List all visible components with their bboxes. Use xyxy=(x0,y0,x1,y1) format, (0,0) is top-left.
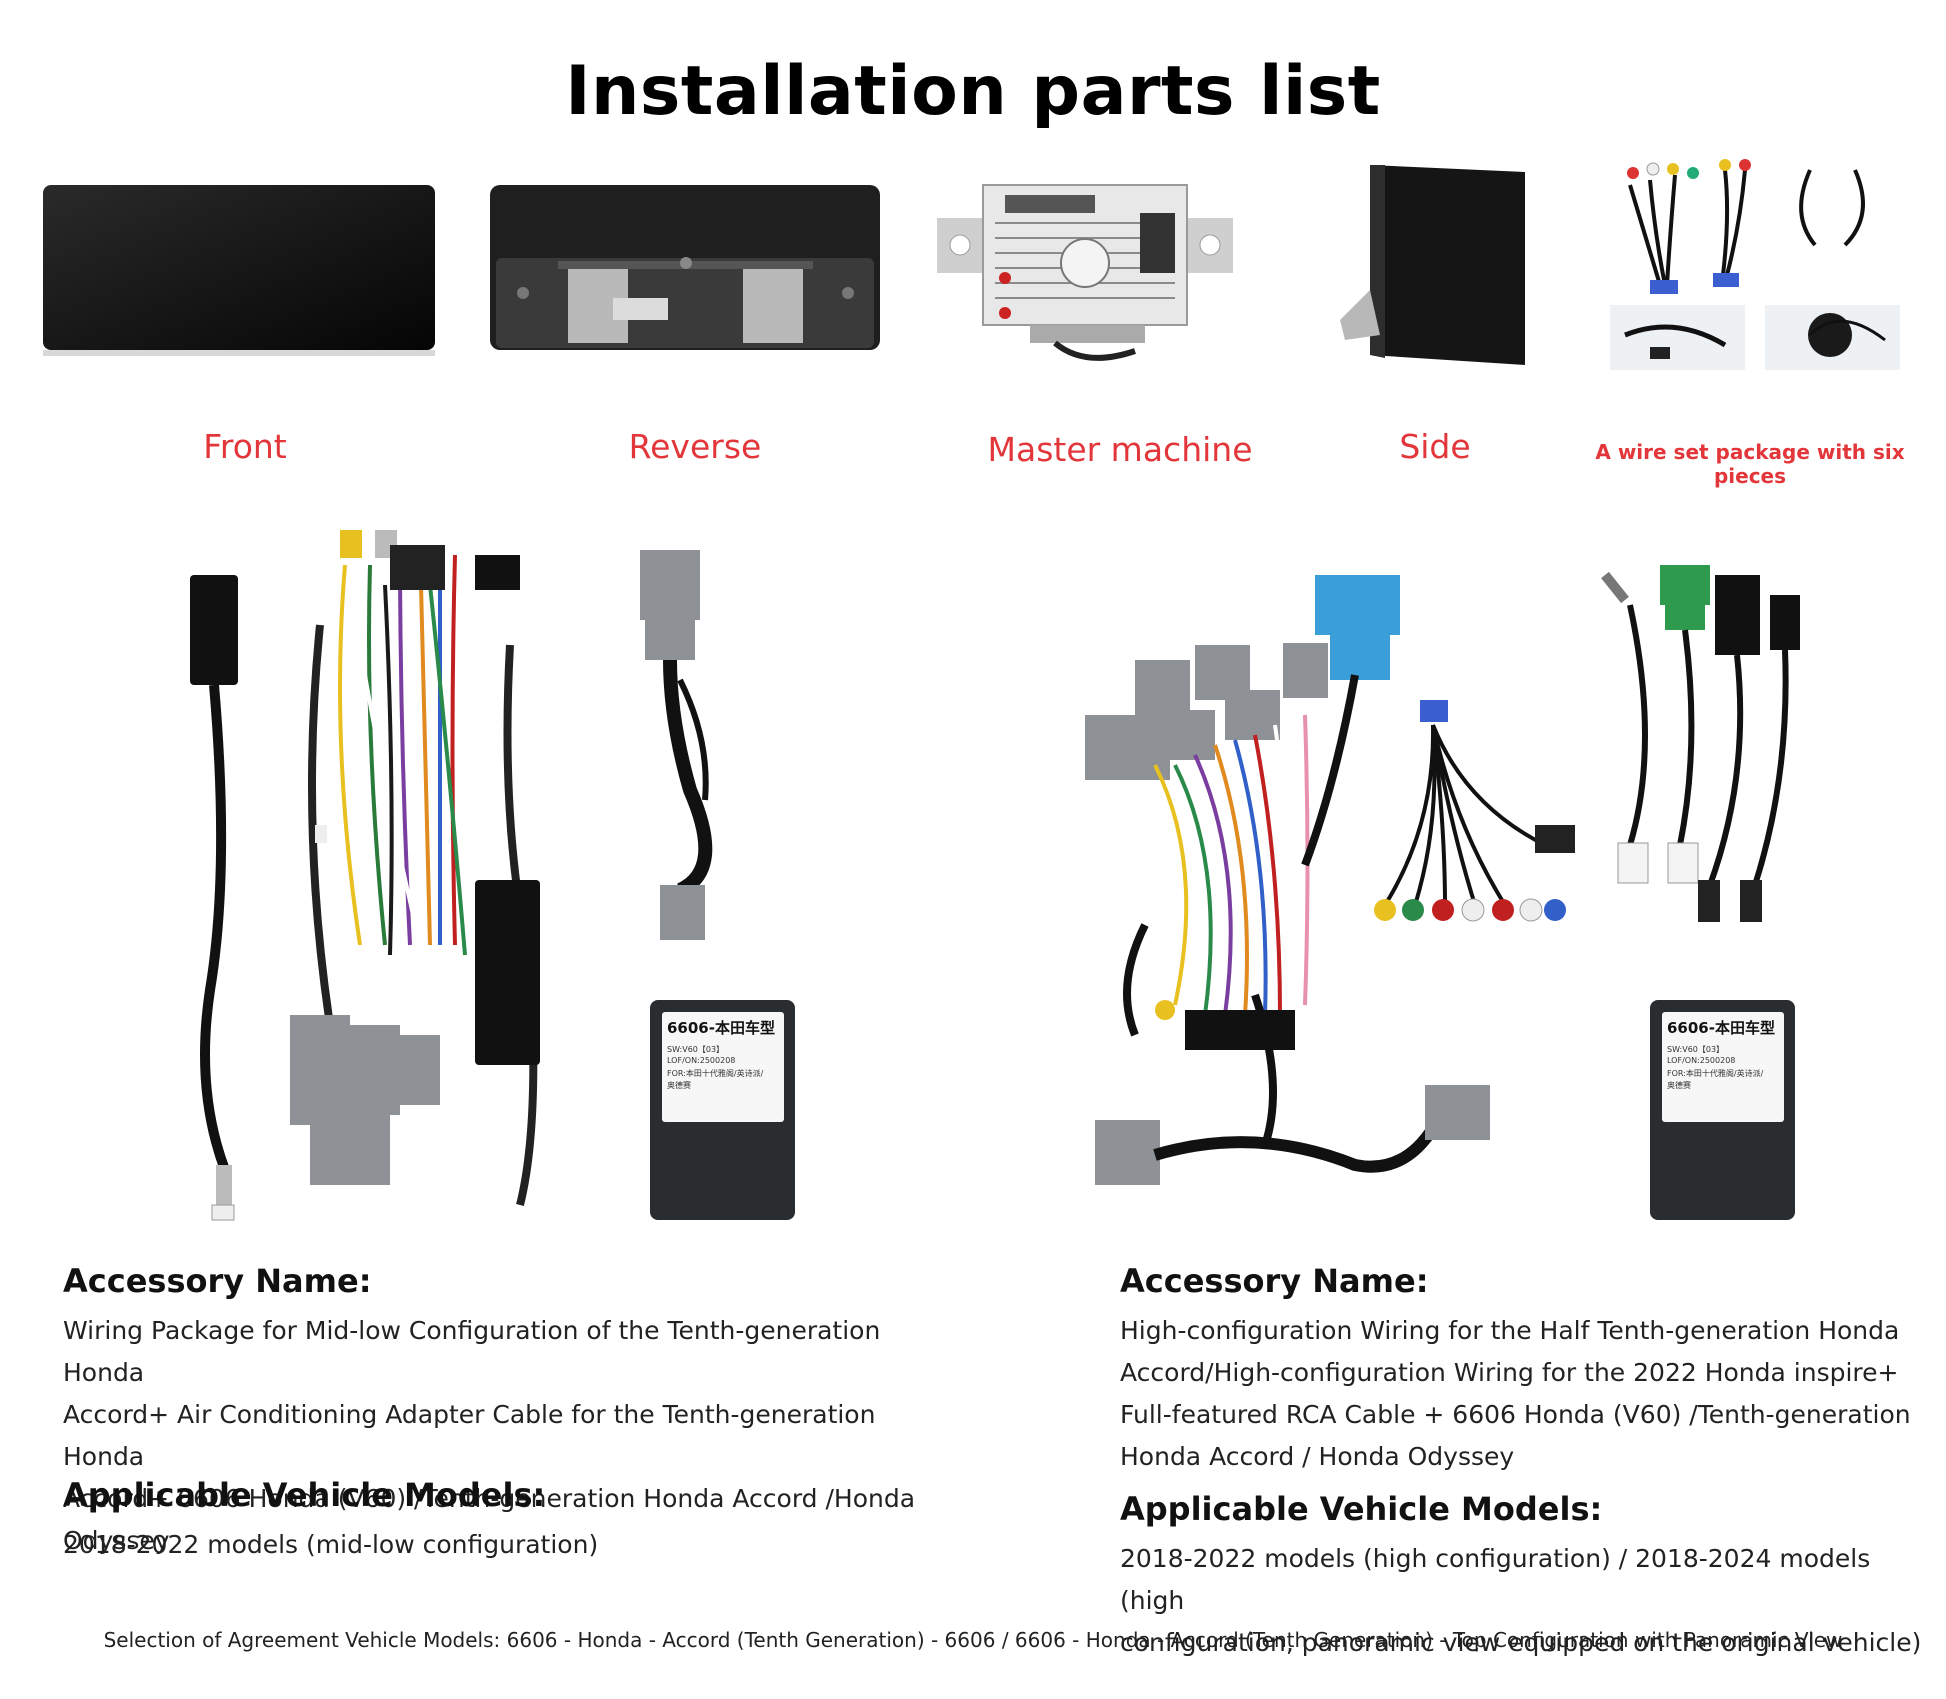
product-label-reverse: Reverse xyxy=(628,427,762,466)
right-accessory-heading: Accessory Name: xyxy=(1120,1262,1429,1300)
left-models-description: 2018-2022 models (mid-low configuration) xyxy=(63,1524,963,1566)
product-label-side: Side xyxy=(1399,427,1471,466)
right-models-heading: Applicable Vehicle Models: xyxy=(1120,1490,1603,1528)
right-accessory-line: Honda Accord / Honda Odyssey xyxy=(1120,1442,1515,1471)
module-for-label-2: 奥德赛 xyxy=(1667,1081,1691,1090)
left-models-heading: Applicable Vehicle Models: xyxy=(63,1476,546,1514)
usb-radio-cables-image xyxy=(1601,565,1800,922)
module-lof-label: LOF/ON:2500208 xyxy=(667,1056,736,1065)
left-accessory-line: Accord+ 6606 Honda (V60) /Tenth-generati… xyxy=(63,1484,916,1555)
right-models-description: 2018-2022 models (high configuration) / … xyxy=(1120,1538,1930,1664)
module-for-label-2: 奥德赛 xyxy=(667,1081,691,1090)
wire-set-image xyxy=(1610,159,1900,370)
left-accessory-line: Wiring Package for Mid-low Configuration… xyxy=(63,1316,881,1387)
product-label-front: Front xyxy=(203,427,287,466)
main-harness-left-image xyxy=(290,530,540,1206)
left-models-line: 2018-2022 models (mid-low configuration) xyxy=(63,1530,599,1559)
usb-extension-cable-image xyxy=(190,575,238,1221)
can-decoder-box-right: 6606-本田车型 SW:V60【03】 LOF/ON:2500208 FOR:… xyxy=(1650,1000,1795,1220)
screen-reverse-image xyxy=(490,185,880,350)
right-accessory-line: Full-featured RCA Cable + 6606 Honda (V6… xyxy=(1120,1400,1911,1429)
right-models-line: 2018-2022 models (high configuration) / … xyxy=(1120,1544,1871,1615)
right-accessory-line: High-configuration Wiring for the Half T… xyxy=(1120,1316,1900,1345)
main-harness-right-image xyxy=(1085,575,1575,1185)
ac-adapter-cable-image xyxy=(640,550,713,940)
footer-note: Selection of Agreement Vehicle Models: 6… xyxy=(103,1628,1843,1652)
product-label-master-machine: Master machine xyxy=(987,430,1253,469)
module-model-label: 6606-本田车型 xyxy=(1667,1019,1775,1037)
module-sw-label: SW:V60【03】 xyxy=(1667,1045,1725,1054)
master-machine-image xyxy=(937,184,1233,361)
left-accessory-description: Wiring Package for Mid-low Configuration… xyxy=(63,1310,963,1562)
right-accessory-line: Accord/High-configuration Wiring for the… xyxy=(1120,1358,1899,1387)
module-for-label-1: FOR:本田十代雅阁/英诗派/ xyxy=(667,1069,764,1078)
can-decoder-box-left: 6606-本田车型 SW:V60【03】 LOF/ON:2500208 FOR:… xyxy=(650,1000,795,1220)
module-model-label: 6606-本田车型 xyxy=(667,1019,775,1037)
right-accessory-description: High-configuration Wiring for the Half T… xyxy=(1120,1310,1930,1478)
screen-side-image xyxy=(1340,165,1525,365)
module-sw-label: SW:V60【03】 xyxy=(667,1045,725,1054)
module-for-label-1: FOR:本田十代雅阁/英诗派/ xyxy=(1667,1069,1764,1078)
screen-front-image xyxy=(43,185,435,356)
module-lof-label: LOF/ON:2500208 xyxy=(1667,1056,1736,1065)
left-accessory-line: Accord+ Air Conditioning Adapter Cable f… xyxy=(63,1400,876,1471)
page-title: Installation parts list xyxy=(565,52,1381,131)
left-accessory-heading: Accessory Name: xyxy=(63,1262,372,1300)
product-label-wire-set: A wire set package with six pieces xyxy=(1595,440,1905,488)
right-models-line: configuration, panoramic view equipped o… xyxy=(1120,1628,1922,1657)
